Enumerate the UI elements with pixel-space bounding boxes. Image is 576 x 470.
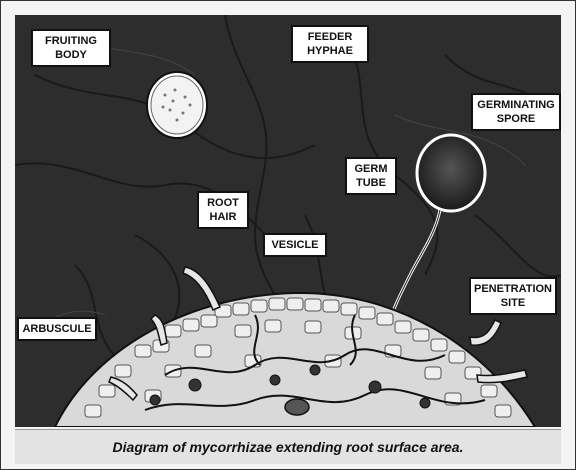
label-fruiting-body: FRUITING BODY xyxy=(31,29,111,67)
label-germ-tube: GERM TUBE xyxy=(345,157,397,195)
label-vesicle: VESICLE xyxy=(263,233,327,257)
germinating-spore xyxy=(417,135,485,211)
diagram-illustration: FRUITING BODY FEEDER HYPHAE GERMINATING … xyxy=(15,15,561,427)
caption-bar: Diagram of mycorrhizae extending root su… xyxy=(15,429,561,464)
label-penetration-site: PENETRATION SITE xyxy=(469,277,557,315)
mycorrhizae-illustration xyxy=(15,15,561,427)
label-feeder-hyphae: FEEDER HYPHAE xyxy=(291,25,369,63)
label-germinating-spore: GERMINATING SPORE xyxy=(471,93,561,131)
label-arbuscule: ARBUSCULE xyxy=(17,317,97,341)
label-root-hair: ROOT HAIR xyxy=(197,191,249,229)
diagram-caption: Diagram of mycorrhizae extending root su… xyxy=(113,439,464,455)
vesicle xyxy=(285,399,309,415)
